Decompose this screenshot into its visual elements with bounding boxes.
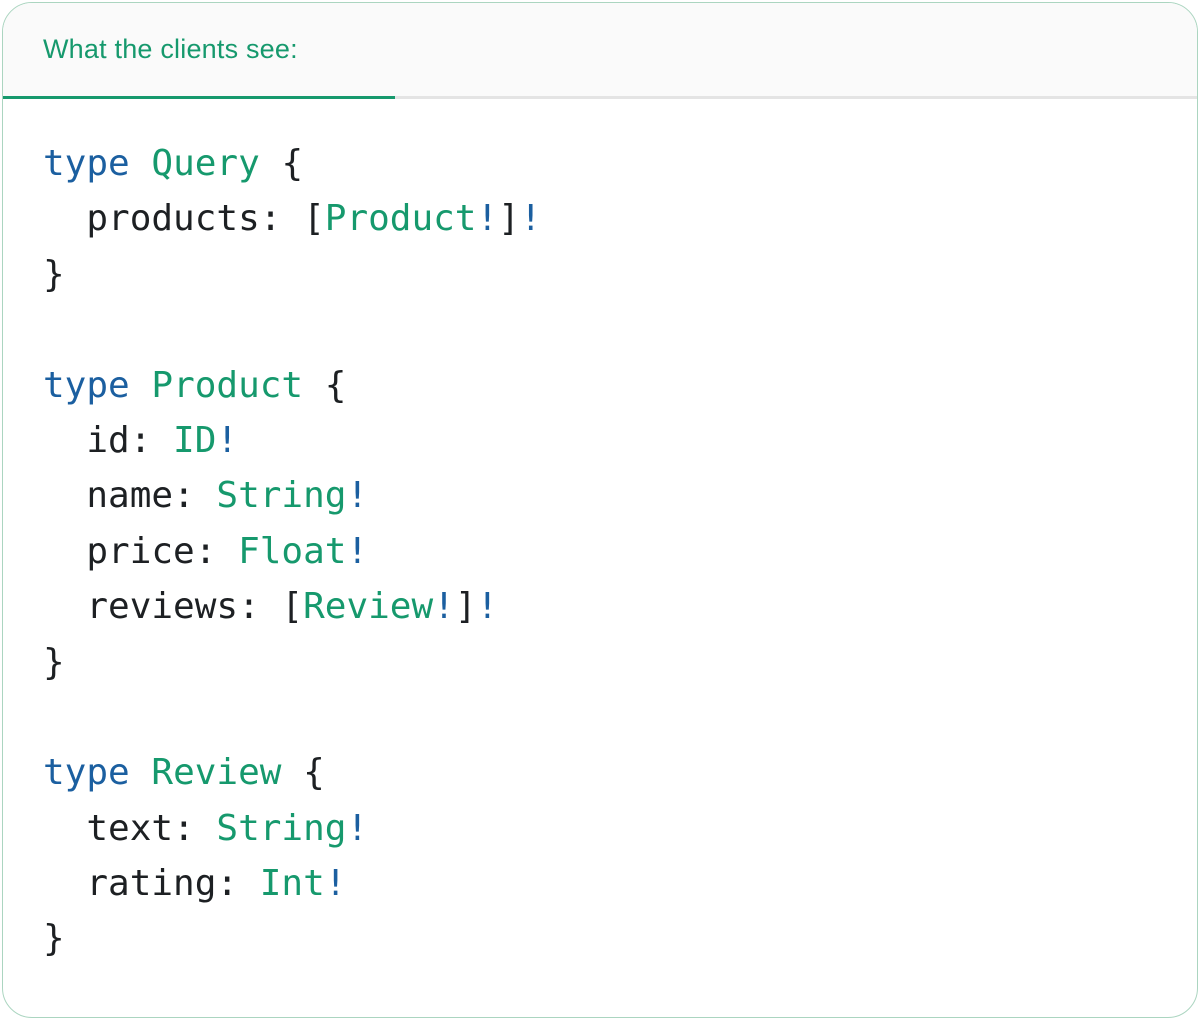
code-token-plain: name: bbox=[43, 475, 217, 517]
code-token-bang: ! bbox=[346, 475, 369, 517]
code-token-bang: ! bbox=[433, 586, 455, 628]
code-token-keyword: type bbox=[43, 364, 130, 406]
code-token-plain: { bbox=[259, 143, 304, 184]
code-token-bang: ! bbox=[476, 198, 499, 240]
code-line: type Product { bbox=[43, 358, 1157, 413]
code-token-plain: reviews: [ bbox=[43, 586, 304, 628]
code-token-plain bbox=[130, 365, 152, 406]
code-token-plain: { bbox=[281, 752, 325, 794]
code-line: type Review { bbox=[43, 745, 1157, 800]
code-line: name: String! bbox=[43, 468, 1157, 523]
code-token-plain: products: [ bbox=[43, 198, 325, 240]
code-token-plain: ] bbox=[454, 586, 477, 628]
code-token-type: Float bbox=[238, 530, 347, 572]
code-line: } bbox=[43, 247, 1157, 302]
code-token-keyword: type bbox=[43, 752, 130, 794]
code-token-bang: ! bbox=[476, 586, 499, 628]
code-line: } bbox=[43, 635, 1157, 690]
code-token-plain: price: bbox=[43, 530, 239, 572]
tab-label: What the clients see: bbox=[43, 34, 298, 64]
code-line bbox=[43, 690, 1157, 745]
code-token-bang: ! bbox=[519, 198, 542, 240]
code-line: text: String! bbox=[43, 801, 1157, 856]
code-line: price: Float! bbox=[43, 524, 1157, 579]
code-line: type Query { bbox=[43, 136, 1157, 191]
code-token-plain: ] bbox=[498, 198, 520, 240]
code-token-type: String bbox=[216, 475, 347, 517]
code-line: rating: Int! bbox=[43, 856, 1157, 911]
code-block: type Query { products: [Product!]!} type… bbox=[3, 99, 1197, 1007]
code-token-type: Query bbox=[151, 143, 260, 184]
code-token-plain bbox=[130, 143, 152, 184]
code-token-type: Int bbox=[259, 863, 325, 905]
code-token-keyword: type bbox=[43, 143, 130, 184]
code-token-plain bbox=[130, 752, 152, 793]
code-token-plain: } bbox=[43, 641, 65, 683]
code-line bbox=[43, 302, 1157, 357]
code-token-type: String bbox=[216, 807, 347, 849]
code-token-plain: } bbox=[43, 918, 65, 960]
code-line: reviews: [Review!]! bbox=[43, 579, 1157, 634]
tab-bar: What the clients see: bbox=[3, 3, 1197, 99]
code-token-bang: ! bbox=[324, 863, 347, 905]
code-token-type: Review bbox=[151, 752, 282, 794]
code-token-plain: text: bbox=[43, 807, 217, 849]
code-token-plain: rating: bbox=[43, 863, 260, 905]
tab-what-clients-see[interactable]: What the clients see: bbox=[3, 3, 395, 99]
code-token-type: Product bbox=[324, 198, 477, 240]
code-token-type: ID bbox=[173, 419, 217, 461]
code-token-type: Review bbox=[303, 586, 434, 628]
code-token-type: Product bbox=[151, 364, 304, 406]
code-token-plain: { bbox=[303, 364, 347, 406]
code-token-bang: ! bbox=[346, 530, 369, 572]
code-line: products: [Product!]! bbox=[43, 191, 1157, 246]
code-token-plain: } bbox=[43, 253, 65, 295]
code-token-plain: id: bbox=[43, 419, 174, 461]
code-line: id: ID! bbox=[43, 413, 1157, 468]
code-token-bang: ! bbox=[346, 807, 369, 849]
code-line: } bbox=[43, 911, 1157, 966]
code-token-bang: ! bbox=[216, 419, 239, 461]
